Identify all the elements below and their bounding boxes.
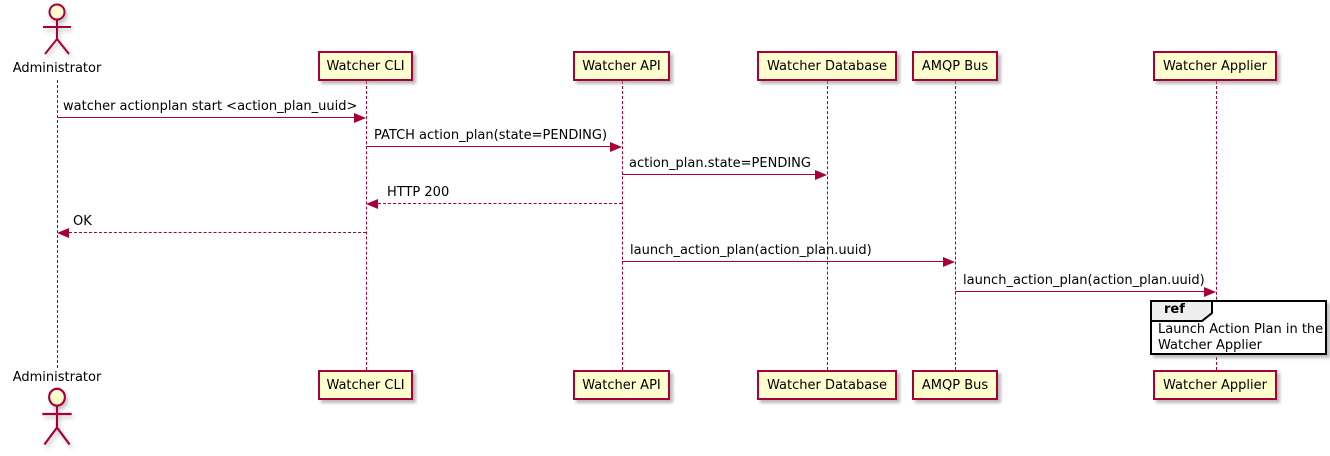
lifeline-watcher-applier [1216, 81, 1217, 370]
message-label: launch_action_plan(action_plan.uuid) [963, 273, 1205, 288]
actor-label-administrator: Administrator [12, 61, 102, 76]
actor-icon [42, 387, 72, 446]
actor-icon [43, 3, 71, 55]
lifeline-watcher-cli [366, 81, 367, 370]
message-label: watcher actionplan start <action_plan_uu… [63, 99, 358, 114]
message-line-dashed [69, 232, 366, 233]
message-line-dashed [378, 203, 622, 204]
participant-box-watcher-cli-bottom: Watcher CLI [318, 370, 413, 400]
message-line [955, 291, 1204, 292]
participant-box-watcher-api: Watcher API [573, 51, 670, 81]
lifeline-amqp-bus [955, 81, 956, 370]
ref-text-line: Watcher Applier [1158, 338, 1262, 353]
message-label: launch_action_plan(action_plan.uuid) [630, 243, 872, 258]
participant-box-watcher-applier-bottom: Watcher Applier [1153, 370, 1277, 400]
message-line [57, 117, 354, 118]
arrowhead-right-icon [815, 170, 827, 180]
message-line [622, 261, 943, 262]
ref-text-line: Launch Action Plan in the [1158, 322, 1324, 337]
arrowhead-left-icon [366, 199, 378, 209]
ref-fragment: ref Launch Action Plan in the Watcher Ap… [1150, 300, 1327, 355]
arrowhead-right-icon [354, 113, 366, 123]
arrowhead-right-icon [1204, 287, 1216, 297]
participant-box-amqp-bus-bottom: AMQP Bus [912, 370, 998, 400]
message-line [366, 146, 610, 147]
message-label: OK [73, 214, 92, 229]
ref-tab-icon [1150, 300, 1213, 322]
message-label: HTTP 200 [387, 185, 450, 200]
participant-box-watcher-database: Watcher Database [757, 51, 897, 81]
message-label: action_plan.state=PENDING [629, 156, 811, 171]
message-line [622, 174, 815, 175]
participant-box-watcher-applier: Watcher Applier [1153, 51, 1277, 81]
arrowhead-left-icon [57, 228, 69, 238]
actor-label-administrator-bottom: Administrator [12, 370, 102, 385]
lifeline-administrator [57, 80, 58, 368]
lifeline-watcher-api [622, 81, 623, 370]
lifeline-watcher-database [827, 81, 828, 370]
arrowhead-right-icon [943, 257, 955, 267]
participant-box-amqp-bus: AMQP Bus [912, 51, 998, 81]
participant-box-watcher-api-bottom: Watcher API [573, 370, 670, 400]
ref-title: ref [1164, 302, 1185, 317]
message-label: PATCH action_plan(state=PENDING) [374, 128, 608, 143]
ref-text: Launch Action Plan in the Watcher Applie… [1158, 322, 1323, 354]
participant-box-watcher-database-bottom: Watcher Database [757, 370, 897, 400]
arrowhead-right-icon [610, 142, 622, 152]
participant-box-watcher-cli: Watcher CLI [318, 51, 413, 81]
